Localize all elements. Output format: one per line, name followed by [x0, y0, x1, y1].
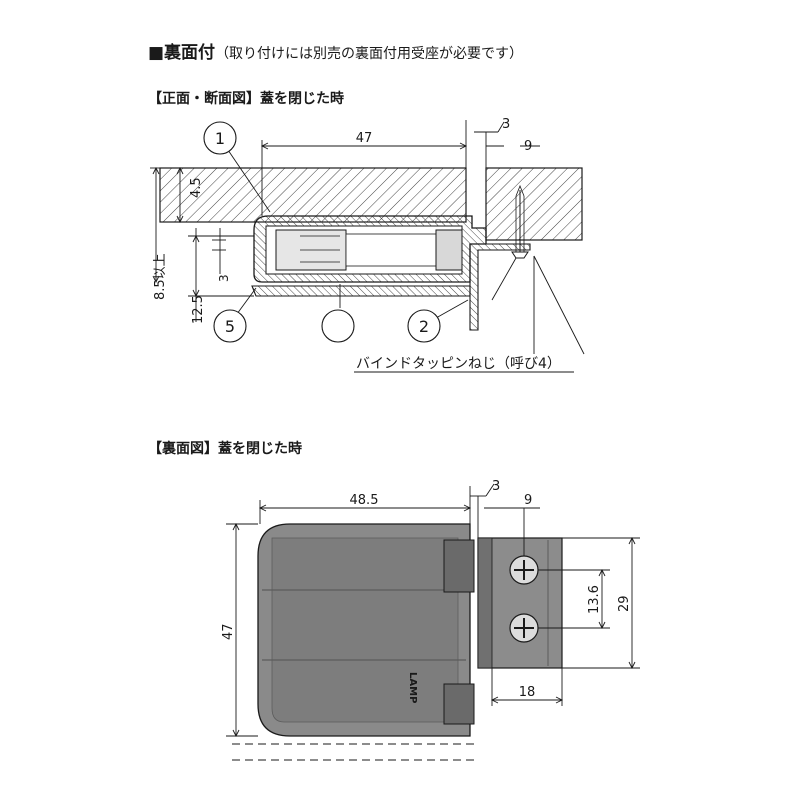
base-plate	[251, 285, 471, 297]
callout-1: 1	[203, 121, 237, 155]
title-note: （取り付けには別売の裏面付用受座が必要です）	[215, 46, 524, 62]
screw-head-bottom-icon	[509, 613, 539, 643]
dim-47: 47	[356, 131, 373, 146]
svg-text:2: 2	[419, 317, 429, 336]
dim-9: 9	[524, 139, 532, 154]
dim-47-rear: 47	[221, 623, 236, 640]
rear-view: LAMP	[221, 479, 640, 761]
dim-3: 3	[502, 117, 510, 132]
top-panel	[159, 167, 467, 223]
dim-8-5: 8.5以上	[153, 253, 168, 300]
callout-2: 2	[407, 309, 441, 343]
door-bracket	[469, 243, 531, 331]
screw-icon	[511, 184, 529, 259]
dim-3-small: 3	[217, 274, 231, 282]
svg-text:5: 5	[225, 317, 235, 336]
dim-12-5: 12.5	[191, 295, 206, 324]
section-view: 1 5 2 47 3 9 4.5 8.5以上 3 12.5 バインドタッピンねじ…	[150, 117, 585, 373]
dim-13-6: 13.6	[587, 585, 602, 614]
callout-5	[321, 309, 355, 343]
dim-18: 18	[519, 685, 536, 700]
dim-9-rear: 9	[524, 493, 532, 508]
dim-29: 29	[617, 595, 632, 612]
plunger	[345, 233, 437, 267]
callout-4: 5	[213, 309, 247, 343]
section2-title: 【裏面図】蓋を閉じた時	[148, 441, 302, 457]
section1-title: 【正面・断面図】蓋を閉じた時	[148, 91, 344, 107]
svg-text:1: 1	[215, 129, 225, 148]
brand-mark: LAMP	[407, 672, 418, 703]
page-title: ■裏面付（取り付けには別売の裏面付用受座が必要です）	[148, 38, 523, 63]
title-text: ■裏面付	[148, 43, 216, 63]
screw-head-top-icon	[509, 555, 539, 585]
dim-48-5: 48.5	[350, 493, 379, 508]
latch-end	[435, 229, 463, 271]
screw-label: バインドタッピンねじ（呼び4）	[356, 356, 561, 372]
dim-3-rear: 3	[492, 479, 500, 494]
dim-4-5: 4.5	[189, 177, 204, 198]
right-panel	[485, 167, 583, 241]
